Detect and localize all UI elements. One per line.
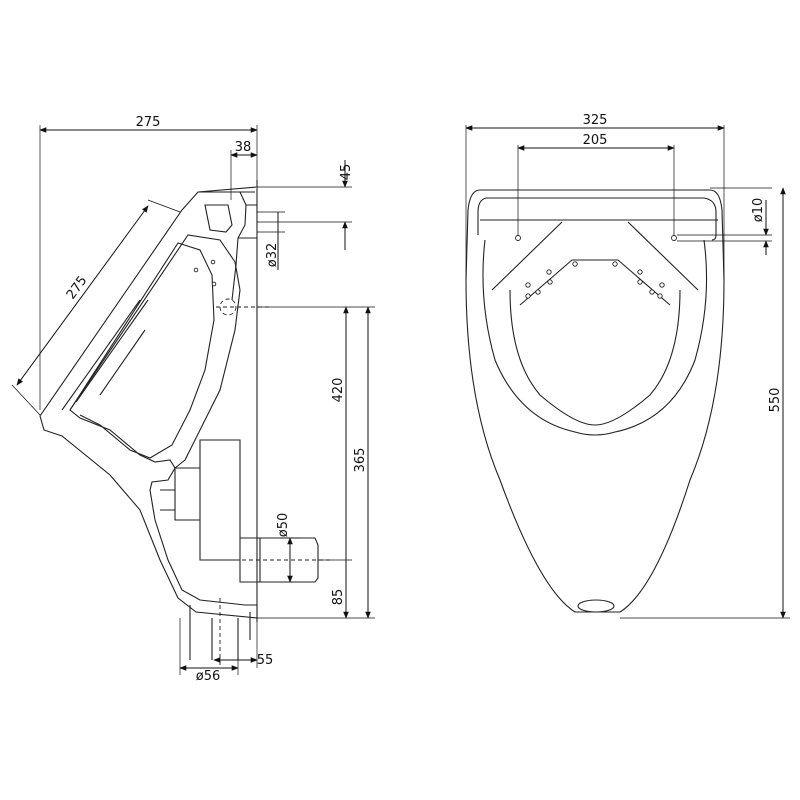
spray-hole bbox=[535, 289, 541, 295]
side-small-hole-2 bbox=[210, 259, 216, 265]
side-top-flange bbox=[198, 191, 257, 301]
spray-hole bbox=[637, 279, 643, 285]
spray-hole bbox=[546, 269, 552, 275]
dim-hole-spacing: 205 bbox=[583, 133, 608, 148]
dim-top-height: 45 bbox=[339, 164, 354, 181]
dim-overall-height: 550 bbox=[768, 388, 783, 413]
spray-hole bbox=[649, 289, 655, 295]
spray-hole bbox=[525, 282, 531, 288]
spray-hole bbox=[659, 282, 665, 288]
dim-overall-width: 325 bbox=[583, 113, 608, 128]
front-bowl-inner bbox=[509, 289, 681, 426]
dim-hole-diameter: ø10 bbox=[751, 198, 766, 223]
dim-overall-depth: 275 bbox=[136, 115, 161, 130]
spray-hole bbox=[637, 269, 643, 275]
dim-outlet-height: 365 bbox=[353, 448, 368, 473]
front-spray-holes bbox=[525, 261, 665, 299]
side-view: 275 38 45 ø32 275 420 365 ø50 bbox=[11, 115, 375, 684]
side-small-hole-1 bbox=[193, 267, 199, 273]
spray-hole bbox=[572, 261, 578, 267]
dim-bottom-height: 85 bbox=[331, 589, 346, 606]
front-mount-hole-right bbox=[671, 235, 677, 241]
front-top-band bbox=[477, 197, 717, 241]
dim-waste-diameter: ø56 bbox=[196, 669, 221, 684]
front-outlet bbox=[577, 599, 615, 613]
side-bowl-inner bbox=[69, 242, 215, 459]
dim-slant-line bbox=[16, 205, 149, 386]
front-spray-cover bbox=[491, 221, 699, 306]
front-mount-hole-left bbox=[515, 235, 521, 241]
side-outlet-trap bbox=[160, 439, 319, 583]
side-small-hole-3 bbox=[211, 281, 217, 287]
spray-hole bbox=[657, 293, 663, 299]
spray-hole bbox=[525, 293, 531, 299]
dim-inlet-height: 420 bbox=[331, 378, 346, 403]
dim-inlet-diameter: ø32 bbox=[265, 243, 280, 268]
side-top-channel bbox=[204, 204, 233, 233]
front-bowl-outer bbox=[482, 239, 708, 436]
side-waste-pipe bbox=[189, 605, 251, 660]
spray-hole bbox=[612, 261, 618, 267]
dim-outlet-diameter: ø50 bbox=[276, 513, 291, 538]
front-view: 325 205 ø10 550 bbox=[465, 113, 790, 619]
dim-slant-length: 275 bbox=[64, 273, 91, 302]
spray-hole bbox=[547, 279, 553, 285]
dim-top-offset: 38 bbox=[235, 140, 252, 155]
side-body-outline bbox=[39, 186, 258, 619]
dim-waste-offset: 55 bbox=[257, 653, 274, 668]
front-body-outline bbox=[465, 189, 725, 613]
